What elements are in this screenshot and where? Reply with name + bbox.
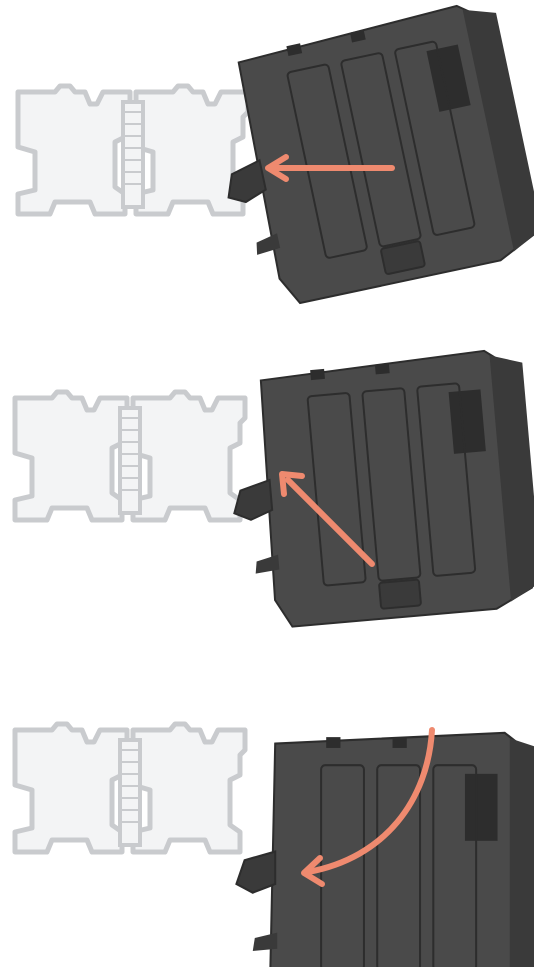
- profile-center-web: [118, 406, 142, 515]
- dark-housing-module: [227, 4, 534, 305]
- housing-window: [448, 389, 486, 454]
- step-3-illustration: [12, 721, 534, 967]
- step-2-illustration: [12, 349, 534, 628]
- housing-notch: [349, 29, 366, 43]
- profile-left-chamber: [12, 721, 130, 855]
- housing-lower-hook: [252, 932, 278, 951]
- housing-notch: [310, 368, 325, 381]
- housing-notch: [326, 737, 341, 748]
- housing-bottom-tab: [380, 240, 426, 275]
- curved-arrow-icon: [301, 727, 435, 887]
- step-2-tilt-up: [0, 330, 534, 630]
- housing-bottom-tab: [378, 578, 422, 610]
- housing-side-wall: [509, 738, 534, 967]
- arrow-stroke: [285, 477, 375, 567]
- housing-body: [269, 731, 534, 967]
- housing-rib: [306, 392, 367, 587]
- housing-clip-hook: [235, 850, 277, 894]
- housing-rib: [376, 764, 422, 967]
- dark-housing-module: [235, 731, 534, 967]
- profile-left-chamber: [15, 83, 133, 217]
- profile-center-web: [118, 738, 142, 847]
- housing-notch: [374, 363, 390, 375]
- housing-lower-hook: [255, 554, 280, 574]
- dark-housing-module: [233, 349, 534, 628]
- housing-notch: [286, 43, 303, 56]
- profile-center-web: [121, 100, 145, 209]
- aluminium-profile: [15, 83, 251, 217]
- housing-rib: [394, 40, 476, 236]
- housing-rib: [340, 52, 422, 248]
- housing-window: [426, 44, 471, 112]
- aluminium-profile: [12, 389, 248, 523]
- housing-notch: [392, 737, 407, 748]
- housing-clip-hook: [227, 158, 267, 204]
- straight-arrow-left-icon: [265, 154, 395, 182]
- profile-left-chamber: [12, 389, 130, 523]
- housing-rib: [416, 382, 477, 577]
- housing-lower-hook: [256, 233, 281, 255]
- step-3-rotate-clip: [0, 680, 534, 967]
- arrow-stroke: [265, 154, 289, 182]
- housing-clip-hook: [233, 478, 274, 521]
- housing-side-wall: [462, 9, 534, 252]
- housing-rib: [432, 764, 478, 967]
- arrow-stroke: [279, 471, 305, 497]
- step-1-illustration: [15, 4, 534, 305]
- profile-right-chamber: [130, 389, 248, 523]
- arrow-stroke: [305, 727, 435, 875]
- housing-rib: [361, 387, 422, 582]
- profile-right-chamber: [130, 721, 248, 855]
- arrow-stroke: [301, 855, 325, 887]
- step-1-insert-horizontal: [0, 0, 534, 305]
- aluminium-profile: [12, 721, 248, 855]
- housing-window: [464, 773, 498, 841]
- housing-side-wall: [489, 355, 534, 602]
- diagonal-arrow-up-left-icon: [279, 471, 375, 567]
